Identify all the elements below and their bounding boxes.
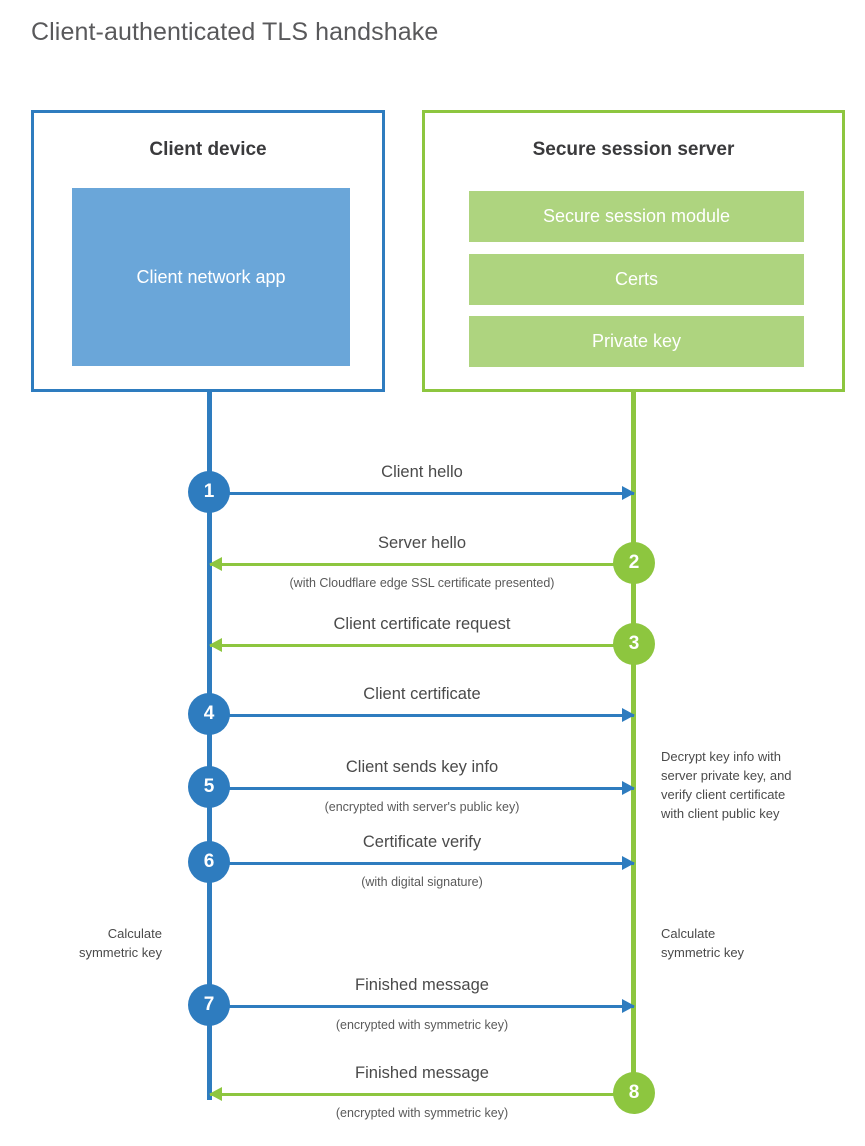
client-device-title: Client device (149, 139, 267, 160)
message-label-1: Client hello (381, 463, 463, 481)
client-network-app-block: Client network app (72, 188, 350, 366)
secure-session-server-title: Secure session server (532, 139, 735, 160)
message-label-3: Client certificate request (333, 615, 511, 633)
message-label-6: Certificate verify (362, 833, 482, 851)
server-lifeline (631, 392, 636, 1095)
secure-session-module-block: Secure session module (469, 191, 804, 242)
message-label-2: Server hello (377, 534, 467, 552)
arrow-shaft (210, 492, 634, 495)
arrow-head-icon (622, 781, 635, 795)
message-label-7: Finished message (355, 976, 489, 994)
step-marker-5: 5 (188, 766, 230, 808)
step-marker-6: 6 (188, 841, 230, 883)
secure-session-server-box: Secure session server Secure session mod… (422, 110, 845, 392)
arrow-head-icon (622, 856, 635, 870)
message-sublabel-7: (encrypted with symmetric key) (335, 1018, 509, 1032)
arrow-shaft (210, 1093, 634, 1096)
arrow-head-icon (209, 1087, 222, 1101)
arrow-shaft (210, 644, 634, 647)
arrow-head-icon (622, 999, 635, 1013)
step-marker-3: 3 (613, 623, 655, 665)
client-lifeline (207, 392, 212, 1100)
step-marker-8: 8 (613, 1072, 655, 1114)
message-label-4: Client certificate (363, 685, 481, 703)
client-calculate-note: Calculate symmetric key (78, 926, 162, 960)
server-decrypt-note: Decrypt key info with server private key… (661, 749, 792, 821)
arrow-head-icon (622, 486, 635, 500)
arrow-head-icon (209, 638, 222, 652)
arrow-head-icon (622, 708, 635, 722)
arrow-shaft (210, 714, 634, 717)
step-marker-1: 1 (188, 471, 230, 513)
arrow-head-icon (209, 557, 222, 571)
page-title: Client-authenticated TLS handshake (31, 18, 439, 46)
message-sublabel-2: (with Cloudflare edge SSL certificate pr… (289, 576, 555, 590)
client-device-box: Client device Client network app (31, 110, 385, 392)
step-marker-2: 2 (613, 542, 655, 584)
message-sublabel-5: (encrypted with server's public key) (324, 800, 520, 814)
arrow-shaft (210, 862, 634, 865)
message-label-5: Client sends key info (345, 758, 499, 776)
message-label-8: Finished message (355, 1064, 489, 1082)
message-sublabel-8: (encrypted with symmetric key) (335, 1106, 509, 1120)
server-calculate-note: Calculate symmetric key (661, 926, 745, 960)
arrow-shaft (210, 563, 634, 566)
step-marker-4: 4 (188, 693, 230, 735)
private-key-block: Private key (469, 316, 804, 367)
arrow-shaft (210, 1005, 634, 1008)
step-marker-7: 7 (188, 984, 230, 1026)
certs-block: Certs (469, 254, 804, 305)
arrow-shaft (210, 787, 634, 790)
message-sublabel-6: (with digital signature) (361, 875, 483, 889)
